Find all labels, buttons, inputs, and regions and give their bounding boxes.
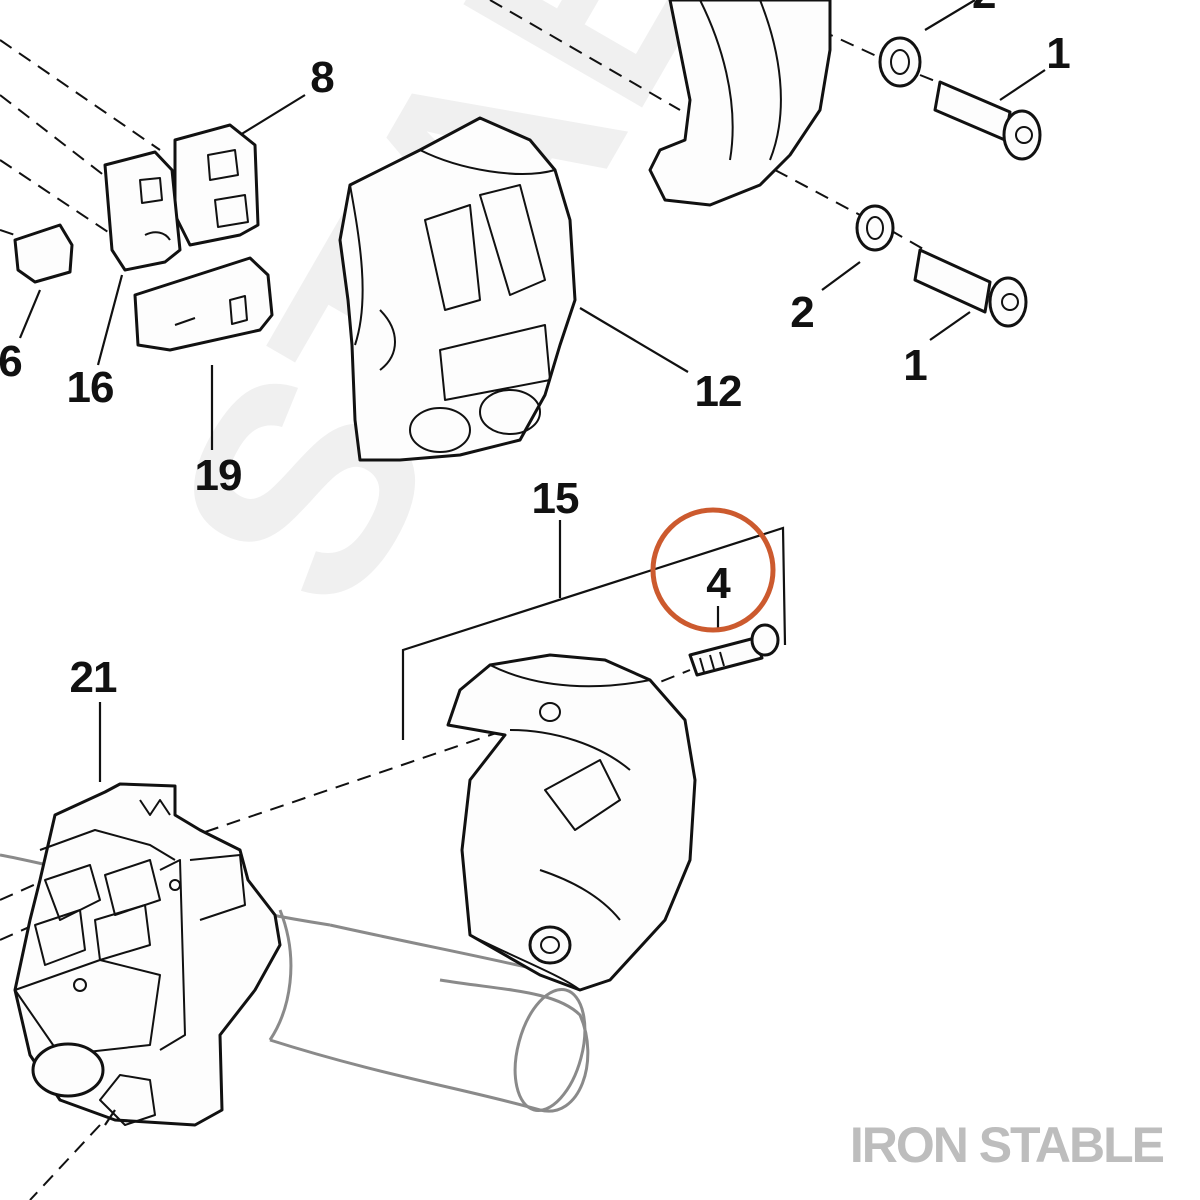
callout-19: 19 [195, 451, 242, 500]
callout-1-top: 1 [1046, 29, 1070, 78]
switch-cover-12 [338, 116, 577, 462]
callout-21: 21 [70, 653, 117, 702]
button-6 [13, 223, 74, 284]
washer-2-mid [855, 204, 895, 252]
callout-labels: 2 1 8 6 16 19 12 2 1 15 4 21 [0, 0, 1071, 702]
callout-15: 15 [532, 474, 579, 523]
callout-6: 6 [0, 337, 22, 386]
button-16 [103, 150, 182, 272]
screw-1-top [933, 80, 1042, 161]
button-19 [133, 256, 274, 352]
highlight-circle-4 [650, 507, 776, 633]
callout-2-mid: 2 [790, 288, 813, 337]
button-8 [173, 123, 260, 247]
callout-1-mid: 1 [903, 341, 927, 390]
lower-housing-15 [446, 653, 697, 992]
washer-2-top [878, 36, 922, 88]
screw-4 [688, 623, 780, 677]
screw-1-mid [913, 248, 1028, 328]
callout-8: 8 [310, 53, 334, 102]
upper-clamp [648, 0, 832, 207]
brand-watermark: IRON STABLE [850, 1117, 1164, 1173]
callout-12: 12 [695, 367, 742, 416]
callout-4: 4 [706, 559, 731, 608]
callout-16: 16 [67, 363, 114, 412]
callout-2-top: 2 [972, 0, 995, 18]
switch-housing-21 [13, 782, 282, 1127]
assembly-bracket-15 [401, 520, 787, 740]
dashed-assembly-lines [0, 0, 946, 1200]
